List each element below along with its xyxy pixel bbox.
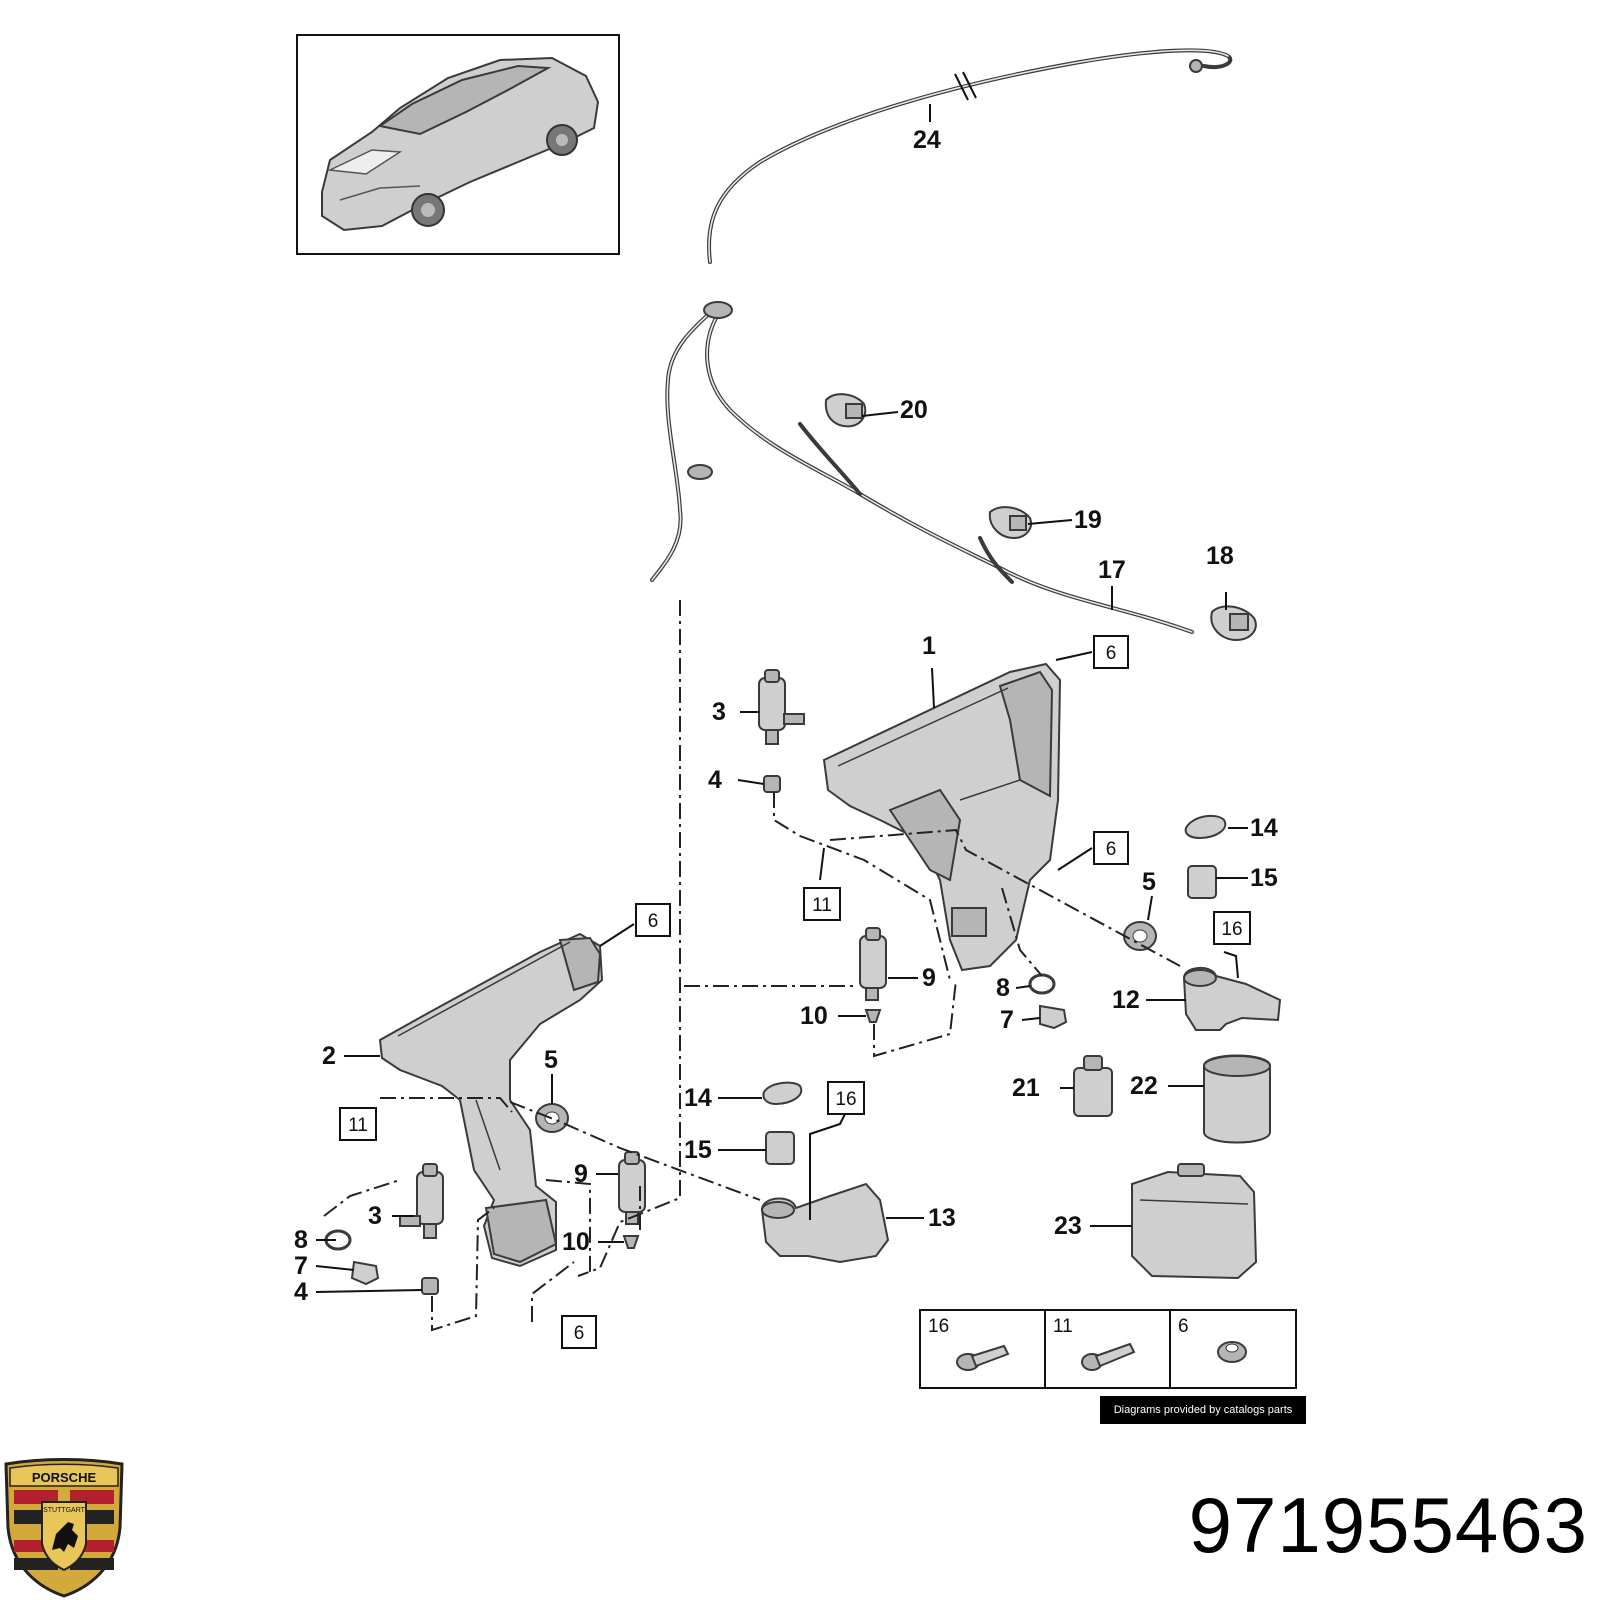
washer-reservoir-2 bbox=[378, 932, 604, 1268]
washer-pump-9-upper bbox=[859, 927, 887, 1001]
seal-ring-5-upper bbox=[1123, 921, 1157, 951]
callout: 15 bbox=[1250, 864, 1278, 892]
strainer-15-upper bbox=[1187, 865, 1217, 899]
callout: 10 bbox=[800, 1002, 828, 1030]
sensor-7-upper bbox=[1039, 1004, 1068, 1030]
strainer-15-lower bbox=[765, 1131, 795, 1165]
fluid-canister-23 bbox=[1131, 1163, 1258, 1280]
grommet-4-lower bbox=[421, 1277, 439, 1295]
fluid-bottle-21 bbox=[1073, 1055, 1113, 1117]
filler-neck-13 bbox=[760, 1182, 890, 1264]
legend-cell: 16 bbox=[928, 1316, 1010, 1371]
ref-box: 6 bbox=[1093, 831, 1129, 865]
porsche-crest-icon: PORSCHE STUTTGART bbox=[4, 1458, 124, 1598]
ref-box: 6 bbox=[561, 1315, 597, 1349]
washer-pump-3-lower bbox=[399, 1163, 444, 1239]
callout: 18 bbox=[1206, 542, 1234, 570]
vehicle-overview bbox=[296, 34, 620, 255]
car-illustration-icon bbox=[321, 56, 600, 232]
fluid-container-22 bbox=[1203, 1054, 1271, 1144]
washer-nozzle-18 bbox=[1210, 605, 1257, 642]
boxed-refs: 6 6 11 16 6 11 16 6 bbox=[339, 635, 1251, 1349]
grommet-10-upper bbox=[864, 1009, 882, 1023]
callouts: 24 20 19 17 18 1 3 4 14 15 5 12 9 10 8 7… bbox=[294, 126, 1278, 1306]
svg-text:6: 6 bbox=[648, 911, 659, 932]
ref-box: 11 bbox=[339, 1107, 377, 1141]
washer-hose-assembly-17 bbox=[650, 301, 1194, 634]
svg-text:STUTTGART: STUTTGART bbox=[43, 1507, 86, 1514]
sensor-7-lower bbox=[350, 1260, 380, 1286]
seal-8-upper bbox=[1028, 973, 1056, 995]
legend-cell: 11 bbox=[1053, 1316, 1136, 1371]
screw-with-washer-icon bbox=[956, 1344, 1010, 1371]
washer-reservoir-1 bbox=[822, 662, 1062, 972]
svg-text:PORSCHE: PORSCHE bbox=[32, 1470, 97, 1485]
callout: 15 bbox=[684, 1136, 712, 1164]
cap-14-lower bbox=[762, 1081, 803, 1106]
ref-box: 11 bbox=[803, 887, 841, 921]
ref-box: 6 bbox=[1093, 635, 1129, 669]
svg-text:16: 16 bbox=[928, 1316, 949, 1337]
callout: 13 bbox=[928, 1204, 956, 1232]
callout: 14 bbox=[1250, 814, 1278, 842]
callout: 12 bbox=[1112, 986, 1140, 1014]
svg-text:6: 6 bbox=[1106, 643, 1117, 664]
part-number: 971955463 bbox=[1188, 1481, 1588, 1569]
washer-pump-9-lower bbox=[618, 1151, 646, 1225]
callout: 17 bbox=[1098, 556, 1126, 584]
svg-text:16: 16 bbox=[835, 1089, 856, 1110]
nut-icon bbox=[1217, 1341, 1247, 1363]
ref-box: 16 bbox=[827, 1081, 865, 1115]
callout: 5 bbox=[544, 1046, 558, 1074]
callout: 9 bbox=[574, 1160, 588, 1188]
callout: 23 bbox=[1054, 1212, 1082, 1240]
svg-text:11: 11 bbox=[812, 895, 832, 916]
callout: 8 bbox=[294, 1226, 308, 1254]
callout: 14 bbox=[684, 1084, 712, 1112]
callout: 3 bbox=[368, 1202, 382, 1230]
callout: 10 bbox=[562, 1228, 590, 1256]
assembly-lines bbox=[323, 600, 1181, 1332]
callout: 20 bbox=[900, 396, 928, 424]
washer-nozzle-19 bbox=[988, 506, 1032, 540]
legend-cell: 6 bbox=[1178, 1316, 1247, 1363]
callout: 7 bbox=[294, 1252, 308, 1280]
callout: 19 bbox=[1074, 506, 1102, 534]
fastener-legend: 16 11 6 bbox=[919, 1309, 1297, 1389]
grommet-10-lower bbox=[622, 1235, 640, 1249]
svg-text:6: 6 bbox=[1178, 1316, 1189, 1337]
callout: 7 bbox=[1000, 1006, 1014, 1034]
svg-text:16: 16 bbox=[1221, 919, 1242, 940]
svg-text:11: 11 bbox=[1053, 1316, 1073, 1337]
callout: 4 bbox=[708, 766, 722, 794]
washer-hose-24 bbox=[707, 48, 1233, 264]
callout: 22 bbox=[1130, 1072, 1158, 1100]
svg-text:6: 6 bbox=[574, 1323, 585, 1344]
callout: 3 bbox=[712, 698, 726, 726]
callout: 8 bbox=[996, 974, 1010, 1002]
callout: 9 bbox=[922, 964, 936, 992]
washer-pump-3-upper bbox=[758, 669, 805, 745]
ref-box: 16 bbox=[1213, 911, 1251, 945]
callout: 21 bbox=[1012, 1074, 1040, 1102]
svg-text:6: 6 bbox=[1106, 839, 1117, 860]
washer-nozzle-20 bbox=[824, 393, 867, 428]
diagram-credit: Diagrams provided by catalogs parts bbox=[1100, 1396, 1306, 1424]
filler-neck-12 bbox=[1182, 967, 1282, 1031]
callout: 1 bbox=[922, 632, 936, 660]
callout: 5 bbox=[1142, 868, 1156, 896]
bolt-icon bbox=[1081, 1342, 1136, 1371]
callout: 2 bbox=[322, 1042, 336, 1070]
grommet-4-upper bbox=[763, 775, 781, 793]
callout: 24 bbox=[913, 126, 941, 154]
cap-14-upper bbox=[1184, 814, 1227, 840]
callout: 4 bbox=[294, 1278, 308, 1306]
svg-text:11: 11 bbox=[348, 1115, 368, 1136]
ref-box: 6 bbox=[635, 903, 671, 937]
